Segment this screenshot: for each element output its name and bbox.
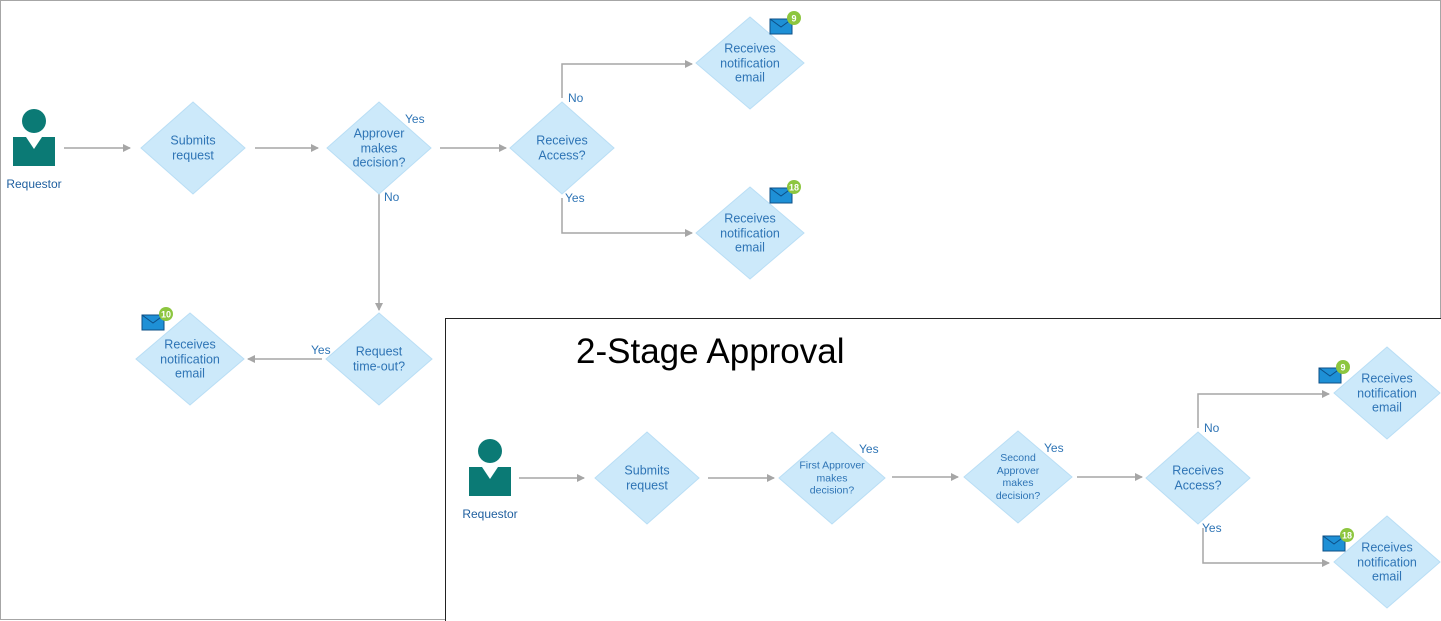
first-approver-decision-text: First Approver makes decision? (799, 459, 865, 497)
access-yes-label: Yes (565, 191, 585, 205)
submits-request-text-stage2: Submits request (624, 463, 670, 493)
notification-email-no-text: Receives notification email (720, 41, 780, 85)
person-body (13, 137, 55, 166)
access-no-label: No (568, 91, 584, 105)
mail-badge-timeout: 10 (141, 307, 173, 331)
access-no-label-stage2: No (1204, 421, 1220, 435)
approver-decision-diamond (326, 101, 432, 195)
count-badge (1336, 360, 1350, 374)
count-badge-text: 10 (161, 310, 171, 320)
requestor-person-icon (13, 109, 55, 166)
arrow-access2-yes (1202, 528, 1330, 567)
notification-email-yes-diamond (695, 186, 805, 280)
notification-email-timeout-diamond (135, 312, 245, 406)
receives-access-text-stage2: Receives Access? (1172, 463, 1224, 493)
mail-badge-yes-stage2: 18 (1322, 528, 1354, 552)
second-approver-decision-text: Second Approver makes decision? (995, 452, 1041, 502)
person-head (478, 439, 502, 463)
arrow-access-no (561, 60, 693, 98)
notification-email-yes-text-stage2: Receives notification email (1357, 540, 1417, 584)
notification-email-no-diamond-stage2 (1333, 346, 1441, 440)
arrow-access-yes (561, 198, 693, 237)
approver-no-label: No (384, 190, 400, 204)
mail-badge-no-stage2: 9 (1318, 360, 1350, 384)
two-stage-approval-title: 2-Stage Approval (576, 332, 845, 371)
actors (13, 109, 511, 496)
count-badge-text: 18 (789, 183, 799, 193)
approver-yes-label: Yes (405, 112, 425, 126)
request-timeout-diamond (325, 312, 433, 406)
notification-email-timeout-text: Receives notification email (160, 337, 220, 381)
submits-request-diamond (140, 101, 246, 195)
count-badge (787, 11, 801, 25)
request-timeout-text: Request time-out? (352, 344, 406, 374)
mail-badge-no: 9 (769, 11, 801, 35)
notification-email-no-text-stage2: Receives notification email (1357, 371, 1417, 415)
decision-shapes (135, 16, 1441, 609)
notification-email-yes-text: Receives notification email (720, 211, 780, 255)
receives-access-diamond-stage2 (1145, 431, 1251, 525)
person-body (469, 467, 511, 496)
second-approver-diamond (963, 430, 1073, 524)
submits-request-diamond-stage2 (594, 431, 700, 525)
notification-email-yes-diamond-stage2 (1333, 515, 1441, 609)
notification-email-no-diamond (695, 16, 805, 110)
arrow-access2-no (1197, 390, 1330, 428)
count-badge (159, 307, 173, 321)
person-collar (26, 137, 42, 149)
submits-request-text: Submits request (170, 133, 216, 163)
count-badge-text: 9 (1340, 363, 1345, 373)
second-approver-yes-label: Yes (1044, 441, 1064, 455)
person-collar (482, 467, 498, 479)
requestor-person-icon-stage2 (469, 439, 511, 496)
count-badge-text: 18 (1342, 531, 1352, 541)
approver-decision-text: Approver makes decision? (352, 126, 406, 170)
count-badge-text: 9 (791, 14, 796, 24)
connectors (64, 60, 1330, 567)
count-badge (1340, 528, 1354, 542)
requestor-label-stage2: Requestor (462, 507, 518, 521)
mail-icons: 9 18 10 9 18 (141, 11, 1354, 552)
mail-badge-yes: 18 (769, 180, 801, 204)
access-yes-label-stage2: Yes (1202, 521, 1222, 535)
receives-access-diamond (509, 101, 615, 195)
first-approver-diamond (778, 431, 886, 525)
receives-access-text: Receives Access? (536, 133, 588, 163)
first-approver-yes-label: Yes (859, 442, 879, 456)
person-head (22, 109, 46, 133)
requestor-label: Requestor (6, 177, 62, 191)
count-badge (787, 180, 801, 194)
timeout-yes-label: Yes (311, 343, 331, 357)
